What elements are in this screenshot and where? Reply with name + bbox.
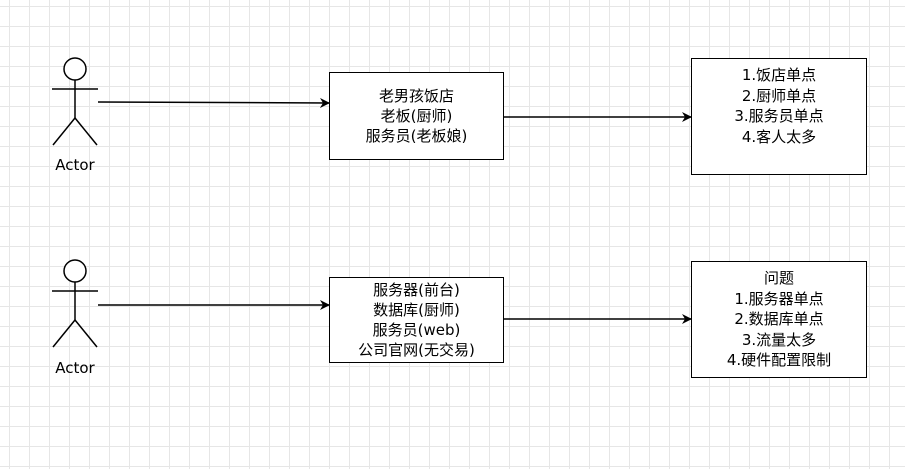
web-problems-box[interactable]: 问题 1.服务器单点 2.数据库单点 3.流量太多 4.硬件配置限制 [691, 261, 867, 378]
actor-figure-2[interactable] [52, 259, 98, 348]
arrow-actor1-to-restaurant[interactable] [97, 97, 330, 108]
web-system-line-3: 服务员(web) [372, 321, 461, 339]
web-problems-title: 问题 [763, 269, 794, 288]
restaurant-box-line-1: 老男孩饭店 [378, 87, 454, 105]
web-problem-2: 2.数据库单点 [734, 310, 824, 329]
restaurant-issues-box[interactable]: 1.饭店单点 2.厨师单点 3.服务员单点 4.客人太多 [691, 58, 867, 175]
restaurant-issue-4: 4.客人太多 [741, 127, 817, 146]
web-system-line-1: 服务器(前台) [373, 281, 460, 299]
actor-figure-1[interactable] [52, 57, 98, 146]
restaurant-box[interactable]: 老男孩饭店 老板(厨师) 服务员(老板娘) [329, 72, 504, 160]
restaurant-box-line-2: 老板(厨师) [380, 107, 453, 125]
restaurant-issue-2: 2.厨师单点 [741, 86, 817, 105]
web-problem-4: 4.硬件配置限制 [726, 351, 832, 370]
web-problem-3: 3.流量太多 [741, 330, 817, 349]
restaurant-issue-1: 1.饭店单点 [741, 66, 817, 84]
actor-label-1: Actor [55, 156, 95, 174]
web-system-line-2: 数据库(厨师) [373, 301, 460, 319]
restaurant-box-line-3: 服务员(老板娘) [365, 127, 468, 145]
web-system-line-4: 公司官网(无交易) [358, 341, 475, 359]
web-system-box[interactable]: 服务器(前台) 数据库(厨师) 服务员(web) 公司官网(无交易) [329, 277, 504, 363]
web-problem-1: 1.服务器单点 [734, 289, 824, 308]
restaurant-issue-3: 3.服务员单点 [734, 107, 824, 125]
actor-label-2: Actor [55, 359, 95, 377]
